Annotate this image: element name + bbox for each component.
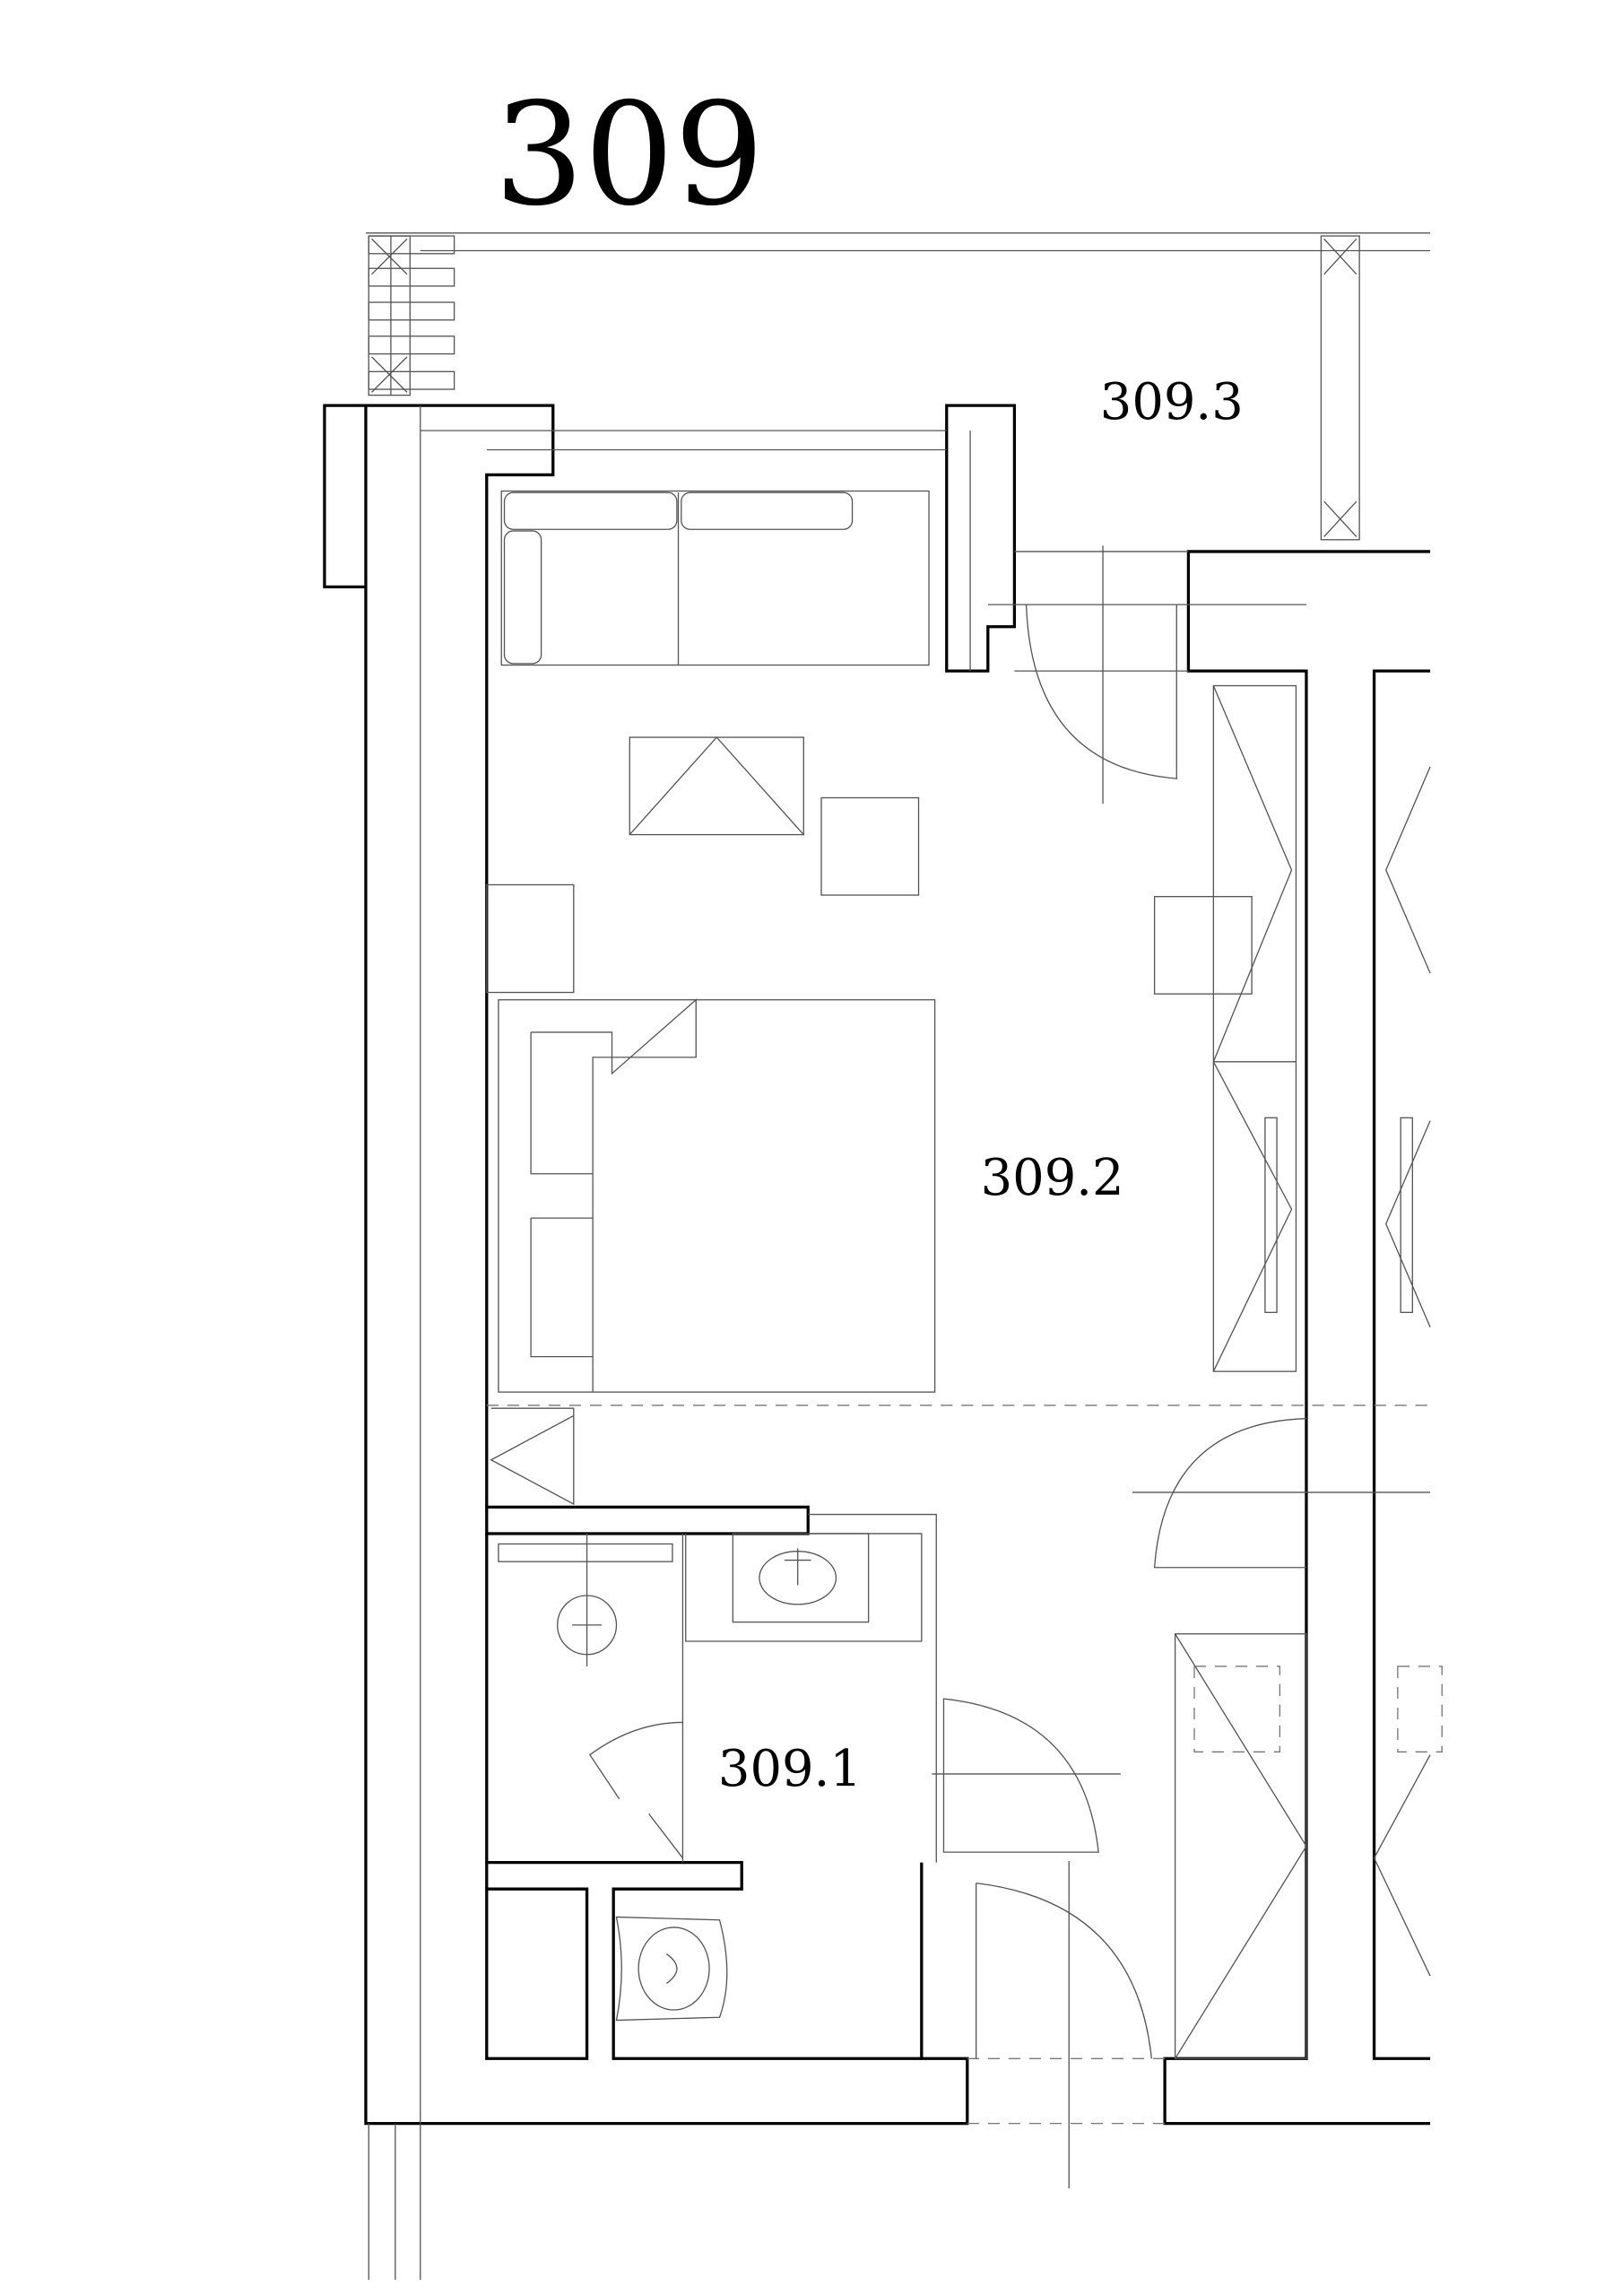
balcony-door[interactable]: [1025, 604, 1177, 779]
bed: [498, 998, 936, 1393]
sofa: [500, 490, 930, 666]
bathroom-door[interactable]: [942, 1698, 1099, 1853]
neighbor-closet: [1373, 1754, 1431, 1977]
shoe-cabinet: [490, 1407, 575, 1506]
entrance-door[interactable]: [975, 1882, 1152, 2059]
balcony-post: [1320, 235, 1360, 541]
entry-closet: [1174, 1633, 1307, 2059]
furniture: [486, 490, 1443, 2059]
nightstand: [486, 883, 575, 994]
walls: [323, 404, 1431, 2280]
room-label-309-2: 309.2: [981, 1149, 1124, 1207]
room-label-309-3: 309.3: [1100, 373, 1244, 431]
wardrobe: [1212, 684, 1297, 1372]
armchair: [629, 736, 804, 836]
shower: [498, 1533, 684, 1863]
railing: [368, 235, 455, 393]
room-label-309-1: 309.1: [718, 1740, 862, 1798]
entry-closet-door[interactable]: [1153, 1418, 1306, 1569]
wardrobe-neighbor: [1385, 766, 1431, 1328]
shower-door[interactable]: [588, 1721, 683, 1859]
doors[interactable]: [588, 545, 1431, 2188]
side-table: [820, 796, 920, 896]
sink: [685, 1513, 937, 1863]
balcony: [365, 232, 1431, 541]
toilet: [615, 1916, 728, 2022]
desk-chair: [1153, 896, 1253, 995]
unit-title: 309: [494, 73, 764, 238]
